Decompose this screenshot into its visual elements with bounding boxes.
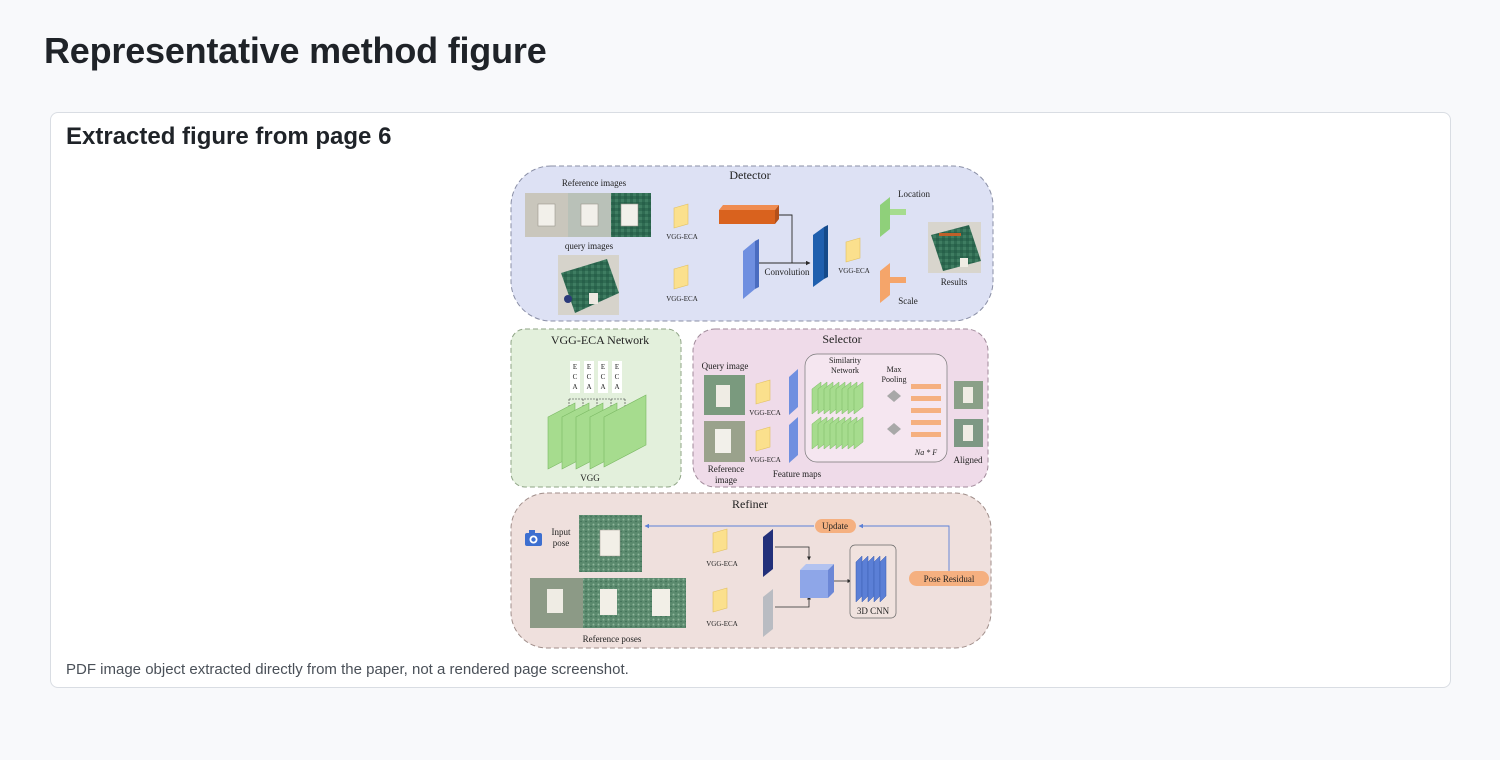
method-figure: Detector Reference images query images V… <box>510 165 994 649</box>
max-pooling-label-1: Max <box>887 365 902 374</box>
selector-vgg-eca-bottom: VGG-ECA <box>749 456 781 464</box>
selector-reference-thumbnail <box>704 421 745 462</box>
pose-residual-label: Pose Residual <box>924 574 975 584</box>
feature-maps-label: Feature maps <box>773 469 822 479</box>
refiner-vgg-eca-top: VGG-ECA <box>706 560 738 568</box>
detector-panel: Detector Reference images query images V… <box>510 165 994 322</box>
vgg-eca-panel: VGG-ECA Network E C A E C A E C <box>510 328 682 488</box>
fused-feature-cube <box>800 564 834 598</box>
aligned-thumbnails <box>954 381 983 447</box>
refiner-feature-box-top <box>712 528 728 554</box>
query-image-thumbnail <box>558 255 619 315</box>
scale-head <box>880 263 906 303</box>
refiner-dark-blue-slab <box>763 529 773 577</box>
location-label: Location <box>898 189 930 199</box>
similarity-label-1: Similarity <box>829 356 861 365</box>
aligned-label: Aligned <box>954 455 983 465</box>
svg-text:E: E <box>601 363 605 371</box>
update-label: Update <box>822 521 848 531</box>
svg-text:A: A <box>614 383 619 391</box>
pose-residual-badge <box>909 571 989 586</box>
selector-feature-box-bottom <box>755 426 771 452</box>
max-pool-diamond-bottom <box>887 423 901 435</box>
detector-vgg-eca-mid: VGG-ECA <box>838 267 870 275</box>
figure-caption: PDF image object extracted directly from… <box>66 661 629 678</box>
update-badge <box>815 519 856 533</box>
similarity-layers-bottom <box>811 416 864 450</box>
query-image-label: Query image <box>702 361 749 371</box>
reference-images-label: Reference images <box>562 178 627 188</box>
svg-text:C: C <box>587 373 592 381</box>
detector-vgg-eca-bottom: VGG-ECA <box>666 295 698 303</box>
svg-text:E: E <box>615 363 619 371</box>
svg-text:A: A <box>600 383 605 391</box>
svg-text:C: C <box>601 373 606 381</box>
input-pose-label-1: Input <box>552 527 571 537</box>
input-pose-thumbnail <box>579 515 642 572</box>
svg-text:E: E <box>587 363 591 371</box>
svg-text:A: A <box>572 383 577 391</box>
location-head <box>880 197 906 237</box>
detector-title: Detector <box>729 168 770 182</box>
selector-title: Selector <box>822 332 861 346</box>
detector-feature-box-bottom <box>673 264 689 290</box>
detector-feature-box-mid <box>845 237 861 263</box>
scale-label: Scale <box>898 296 918 306</box>
cnn-3d-label: 3D CNN <box>857 606 890 616</box>
similarity-label-2: Network <box>831 366 859 375</box>
max-pooling-label-2: Pooling <box>882 375 907 384</box>
reference-image-label-2: image <box>715 475 737 485</box>
selector-query-thumbnail <box>704 375 745 415</box>
figure-card: Extracted figure from page 6 Detec <box>50 112 1451 688</box>
card-title: Extracted figure from page 6 <box>66 123 392 150</box>
selector-feature-box-top <box>755 379 771 405</box>
reference-image-label-1: Reference <box>708 464 744 474</box>
svg-text:C: C <box>573 373 578 381</box>
detector-orange-feature <box>719 205 779 210</box>
refiner-title: Refiner <box>732 497 768 511</box>
detector-blue-slab-right <box>813 227 824 287</box>
reference-image-thumbnails <box>525 193 651 237</box>
input-pose-label-2: pose <box>553 538 570 548</box>
refiner-panel: Refiner Input pose Reference pos <box>510 492 992 649</box>
page-title: Representative method figure <box>44 30 547 71</box>
results-label: Results <box>941 277 968 287</box>
refiner-gray-slab <box>763 589 773 637</box>
vgg-layers <box>547 394 647 470</box>
results-thumbnail <box>928 222 981 273</box>
na-f-label: Na * F <box>914 448 937 457</box>
svg-text:A: A <box>586 383 591 391</box>
detector-blue-slab-left <box>743 241 755 299</box>
reference-poses-label: Reference poses <box>583 634 642 644</box>
vgg-label: VGG <box>580 473 600 483</box>
max-pool-diamond-top <box>887 390 901 402</box>
svg-text:E: E <box>573 363 577 371</box>
selector-vgg-eca-top: VGG-ECA <box>749 409 781 417</box>
reference-pose-thumbnails <box>530 578 686 628</box>
camera-icon <box>525 530 542 546</box>
similarity-layers-top <box>811 381 864 415</box>
query-images-label: query images <box>565 241 614 251</box>
convolution-label: Convolution <box>764 267 810 277</box>
selector-blue-slab-bottom <box>789 417 798 463</box>
refiner-vgg-eca-bottom: VGG-ECA <box>706 620 738 628</box>
detector-vgg-eca-top: VGG-ECA <box>666 233 698 241</box>
refiner-feature-box-bottom <box>712 587 728 613</box>
na-f-bars <box>911 384 941 437</box>
eca-columns: E C A E C A E C A E <box>570 361 622 393</box>
vgg-eca-title: VGG-ECA Network <box>551 333 649 347</box>
selector-panel: Selector Query image Reference image VGG… <box>692 328 989 488</box>
svg-text:C: C <box>615 373 620 381</box>
detector-feature-box-top <box>673 203 689 229</box>
selector-blue-slab-top <box>789 369 798 415</box>
cnn-3d-layers <box>855 555 887 603</box>
